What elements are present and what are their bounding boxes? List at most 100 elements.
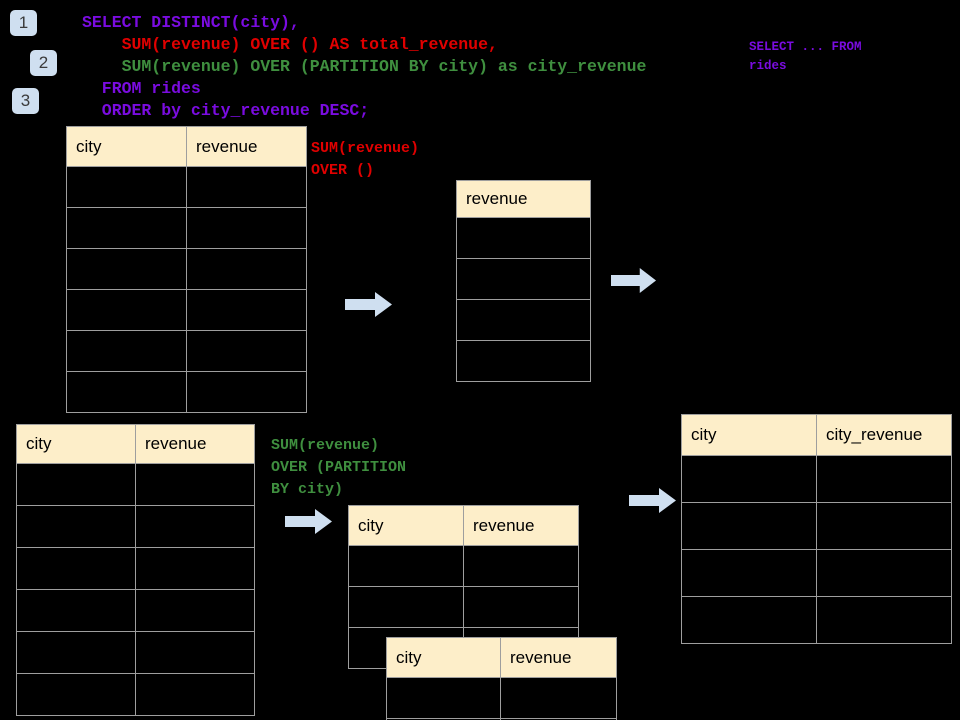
table-cell: [681, 549, 817, 597]
table-cell: [348, 545, 464, 587]
table-cell: [66, 207, 187, 249]
annotation-sum-over-empty: SUM(revenue) OVER (): [311, 140, 420, 179]
table-cell: [66, 330, 187, 372]
table-cell: [681, 502, 817, 550]
table-cell: [816, 455, 952, 503]
table-total-revenue: revenue: [456, 180, 591, 382]
column-header-city: city: [681, 414, 817, 456]
table-header-row: revenue: [456, 180, 591, 218]
table-cell: [816, 549, 952, 597]
table-cell: [463, 586, 579, 628]
column-header-revenue: revenue: [500, 637, 617, 678]
column-header-city: city: [386, 637, 501, 678]
table-cell: [66, 289, 187, 331]
arrow-source-to-partition-icon: [285, 508, 333, 535]
table-row: [681, 549, 952, 597]
table-row: [66, 166, 307, 208]
table-row: [16, 589, 255, 632]
table-row: [66, 207, 307, 249]
column-header-city: city: [348, 505, 464, 546]
table-cell: [16, 463, 136, 506]
arrow-total-to-result-icon: [611, 267, 657, 294]
column-header-revenue: revenue: [463, 505, 579, 546]
table-row: [66, 289, 307, 331]
table-cell: [66, 166, 187, 208]
column-header-revenue: revenue: [135, 424, 255, 464]
table-cell: [135, 673, 255, 716]
annotation-sum-over-partition: SUM(revenue) OVER (PARTITION BY city): [271, 437, 407, 498]
table-cell: [16, 673, 136, 716]
table-cell: [16, 547, 136, 590]
table-row: [386, 718, 617, 720]
table-row: [66, 371, 307, 413]
table-cell: [681, 455, 817, 503]
table-cell: [16, 505, 136, 548]
sql-line-2: SUM(revenue) OVER () AS total_revenue,: [82, 35, 498, 54]
table-row: [386, 677, 617, 719]
table-row: [348, 545, 579, 587]
table-row: [16, 505, 255, 548]
table-cell: [456, 258, 591, 300]
column-header-revenue: revenue: [186, 126, 307, 167]
table-cell: [135, 631, 255, 674]
table-cell: [500, 718, 617, 720]
table-row: [16, 673, 255, 716]
table-row: [456, 258, 591, 300]
table-cell: [135, 463, 255, 506]
table-cell: [456, 217, 591, 259]
sql-line-5: ORDER by city_revenue DESC;: [82, 101, 370, 120]
table-cell: [186, 330, 307, 372]
table-cell: [816, 596, 952, 644]
table-cell: [500, 677, 617, 719]
table-cell: [456, 299, 591, 341]
sql-line-4: FROM rides: [82, 79, 201, 98]
table-row: [16, 547, 255, 590]
sql-query-block: SELECT DISTINCT(city), SUM(revenue) OVER…: [82, 12, 646, 122]
table-row: [16, 463, 255, 506]
table-row: [348, 586, 579, 628]
step-badge-2: 2: [30, 50, 57, 76]
table-cell: [16, 589, 136, 632]
table-cell: [66, 371, 187, 413]
table-row: [16, 631, 255, 674]
table-cell: [135, 505, 255, 548]
table-cell: [186, 289, 307, 331]
step-badge-3: 3: [12, 88, 39, 114]
table-row: [681, 596, 952, 644]
table-cell: [66, 248, 187, 290]
table-row: [456, 340, 591, 382]
table-cell: [463, 545, 579, 587]
table-cell: [456, 340, 591, 382]
table-cell: [186, 166, 307, 208]
column-header-revenue: revenue: [456, 180, 591, 218]
table-cell: [186, 248, 307, 290]
side-note-select-from-rides: SELECT ... FROM rides: [749, 40, 862, 73]
table-cell: [386, 677, 501, 719]
arrow-partition-to-result-icon: [629, 487, 677, 514]
step-badge-1: 1: [10, 10, 37, 36]
table-row: [456, 299, 591, 341]
table-row: [66, 330, 307, 372]
table-cell: [348, 586, 464, 628]
sql-line-3: SUM(revenue) OVER (PARTITION BY city) as…: [82, 57, 647, 76]
table-cell: [186, 371, 307, 413]
table-row: [66, 248, 307, 290]
table-cell: [186, 207, 307, 249]
table-cell: [135, 547, 255, 590]
table-cell: [135, 589, 255, 632]
arrow-source-to-total-icon: [345, 291, 393, 318]
sql-line-1: SELECT DISTINCT(city),: [82, 13, 300, 32]
table-cell: [816, 502, 952, 550]
column-header-city: city: [16, 424, 136, 464]
column-header-city: city: [66, 126, 187, 167]
